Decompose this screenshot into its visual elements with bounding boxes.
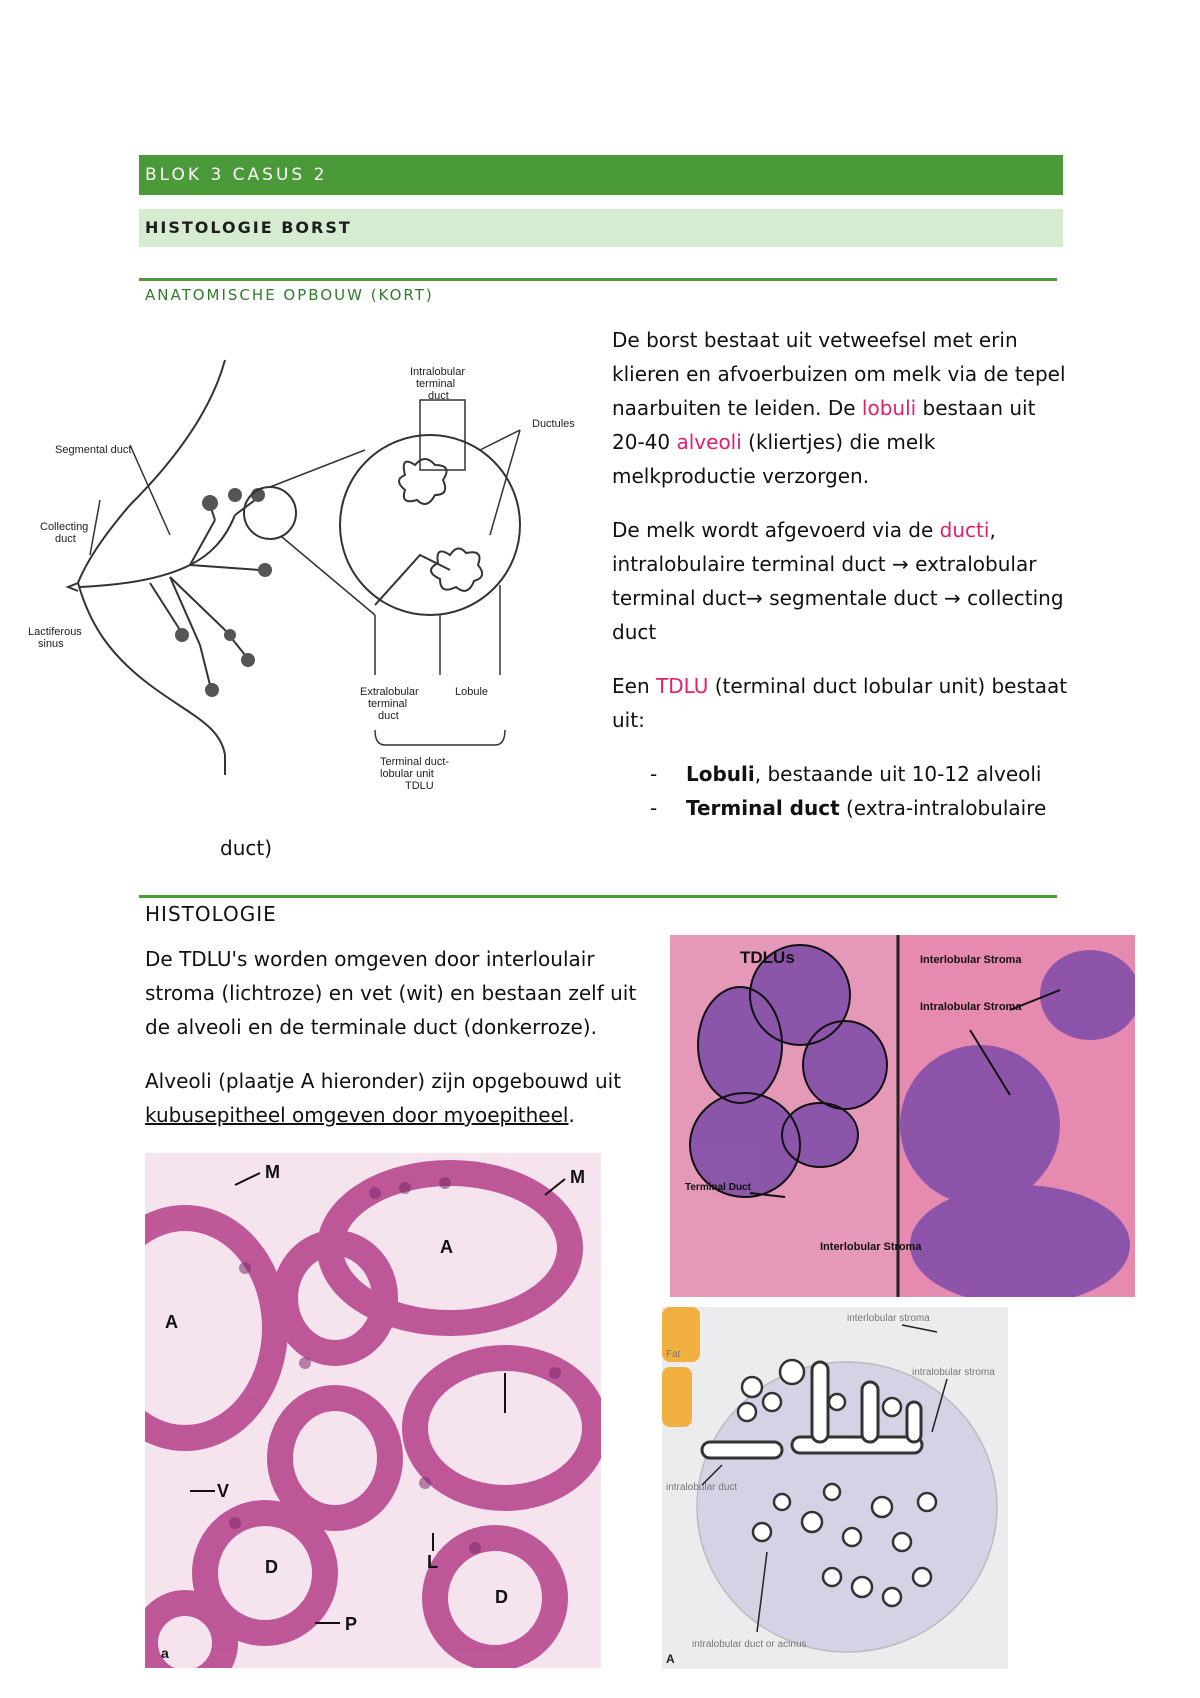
label-tdlus: TDLUs — [740, 948, 795, 967]
alveoli-micrograph: M M A A V D D L P a — [145, 1153, 601, 1668]
list-item: Terminal duct (extra-intralobulaire — [650, 791, 1072, 825]
anatomy-paragraph-3: Een TDLU (terminal duct lobular unit) be… — [612, 674, 1068, 732]
bullet-wrap-text: duct) — [220, 836, 273, 860]
label-interlobular-1: Interlobular Stroma — [820, 1241, 922, 1253]
tdlu-list: Lobuli, bestaande uit 10-12 alveoli Term… — [650, 757, 1072, 825]
anatomy-paragraph-1: De borst bestaat uit vetweefsel met erin… — [612, 328, 1066, 488]
block-title: BLOK 3 CASUS 2 — [145, 165, 328, 185]
label-intralobular: Intralobular Stroma — [920, 1001, 1022, 1013]
svg-text:duct: duct — [428, 390, 449, 402]
label-intralobular-stroma: intralobular stroma — [912, 1367, 995, 1378]
label-extralobular: Extralobular — [360, 686, 419, 698]
section-divider — [139, 895, 1057, 898]
label-interlobular-stroma: interlobular stroma — [847, 1313, 930, 1324]
label-ductules: Ductules — [532, 418, 575, 430]
label-d1: D — [265, 1557, 278, 1577]
label-lobule: Lobule — [455, 686, 488, 698]
label-segmental: Segmental duct — [55, 444, 131, 456]
term-alveoli: alveoli — [676, 430, 742, 454]
label-m1: M — [265, 1162, 280, 1182]
histology-text: De TDLU's worden omgeven door interloula… — [145, 942, 650, 1152]
label-collecting: Collecting — [40, 521, 88, 533]
label-corner-a: a — [161, 1645, 169, 1661]
anatomy-text: De borst bestaat uit vetweefsel met erin… — [612, 323, 1072, 825]
label-l: L — [427, 1552, 438, 1572]
svg-text:sinus: sinus — [38, 638, 64, 650]
tdlu-micrograph: TDLUs Terminal Duct Interlobular Stroma … — [670, 935, 1135, 1297]
term-ducti: ducti — [939, 518, 990, 542]
label-lactiferous: Lactiferous — [28, 626, 82, 638]
svg-text:duct: duct — [378, 710, 399, 722]
label-a1: A — [440, 1237, 453, 1257]
subtitle-bar: HISTOLOGIE BORST — [139, 209, 1063, 247]
label-m2: M — [570, 1167, 585, 1187]
label-tdlu: Terminal duct- — [380, 756, 449, 768]
histology-paragraph-2: Alveoli (plaatje A hieronder) zijn opgeb… — [145, 1069, 622, 1127]
tdlu-schematic: Fat interlobular stroma intralobular str… — [662, 1307, 1008, 1669]
label-v: V — [217, 1481, 229, 1501]
list-item: Lobuli, bestaande uit 10-12 alveoli — [650, 757, 1072, 791]
label-p: P — [345, 1614, 357, 1634]
term-tdlu: TDLU — [655, 674, 709, 698]
histology-paragraph-1: De TDLU's worden omgeven door interloula… — [145, 947, 637, 1039]
anatomy-heading: ANATOMISCHE OPBOUW (KORT) — [145, 286, 434, 304]
label-fat: Fat — [666, 1349, 681, 1360]
svg-text:duct: duct — [55, 533, 76, 545]
label-d2: D — [495, 1587, 508, 1607]
label-intralobular-duct: intralobular duct — [666, 1482, 737, 1493]
section-divider — [139, 278, 1057, 281]
svg-text:lobular unit: lobular unit — [380, 768, 434, 780]
label-intralobular: Intralobular — [410, 366, 465, 378]
svg-text:terminal: terminal — [416, 378, 455, 390]
subtitle: HISTOLOGIE BORST — [145, 218, 352, 237]
label-acinus: intralobular duct or acinus — [692, 1639, 807, 1650]
label-a2: A — [165, 1312, 178, 1332]
term-lobuli: lobuli — [861, 396, 917, 420]
anatomy-paragraph-2: De melk wordt afgevoerd via de ducti, in… — [612, 518, 1064, 644]
svg-text:terminal: terminal — [368, 698, 407, 710]
underlined-term: kubusepitheel omgeven door myoepitheel — [145, 1103, 569, 1127]
label-corner-A: A — [666, 1652, 675, 1666]
histology-heading: HISTOLOGIE — [145, 902, 277, 926]
svg-text:TDLU: TDLU — [405, 780, 434, 792]
label-terminal-duct: Terminal Duct — [685, 1182, 752, 1193]
block-title-bar: BLOK 3 CASUS 2 — [139, 155, 1063, 195]
label-interlobular-2: Interlobular Stroma — [920, 954, 1022, 966]
